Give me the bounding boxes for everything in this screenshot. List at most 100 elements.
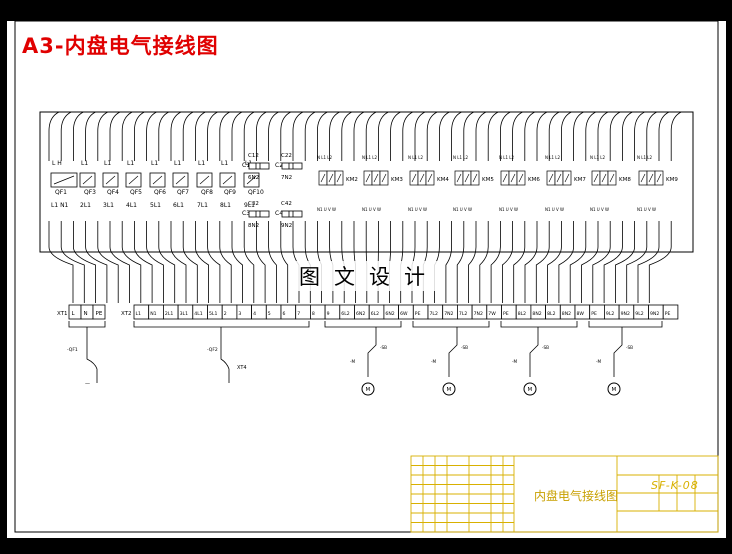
bottom-wire [219, 221, 232, 303]
top-wire [536, 111, 548, 161]
breaker-top-label: L H [52, 160, 62, 167]
bottom-wire [243, 221, 255, 303]
motor-tag: -SB [626, 345, 633, 350]
bottom-wire [182, 221, 198, 303]
top-wire [670, 111, 682, 161]
top-wire [97, 111, 108, 161]
contactor-contact [564, 173, 570, 183]
breaker-bottom-label: 3L1 [103, 202, 114, 209]
motor-feed [448, 327, 458, 377]
top-wire [475, 111, 487, 161]
contactor-bottom-terminals: N1 U V W [545, 207, 564, 212]
terminal-cell-label: 6 [283, 311, 286, 317]
contactor-contact [328, 173, 334, 183]
terminal-cell-label: L1 [136, 311, 142, 317]
contactor-contact [502, 173, 508, 183]
bottom-wire [479, 221, 489, 303]
top-wire [658, 111, 670, 161]
contactor-contact [601, 173, 607, 183]
breaker-top-label: L1 [127, 160, 134, 167]
top-wire [573, 111, 584, 161]
terminal-cell-label: N1 [150, 311, 156, 317]
top-wire [195, 111, 206, 161]
top-wire [646, 111, 657, 161]
contactor-contact [464, 173, 470, 183]
contactor-bottom-terminals: N1 U V W [637, 207, 656, 212]
breaker-contact [222, 175, 233, 185]
breaker-name: QF8 [201, 189, 213, 196]
breaker-top-label: L1 [151, 160, 158, 167]
breaker-bottom-label: 7L1 [197, 202, 208, 209]
terminal-cell-label: 2L1 [165, 311, 173, 317]
motor-symbol [607, 382, 621, 396]
motor-label: M [366, 387, 371, 393]
breaker-name: QF4 [107, 189, 119, 196]
breaker-bottom-label: 5L1 [150, 202, 161, 209]
watermark-text: 图文设计 [295, 261, 443, 291]
contactor-top-terminals: N L1 L2 [590, 155, 606, 160]
capacitor-top-label: C12 [248, 153, 259, 159]
breaker-name: QF7 [177, 189, 189, 196]
top-wire [121, 111, 133, 161]
terminal-cell-label: 9L2 [635, 311, 643, 317]
contactor-contact [373, 173, 379, 183]
bottom-wire [468, 221, 477, 303]
bottom-wire [558, 221, 574, 303]
cable-tag: -QF2 [207, 347, 218, 353]
motor-symbol [442, 382, 456, 396]
top-wire [414, 111, 426, 161]
contactor-name: KM3 [391, 177, 403, 183]
contactor-contact [548, 173, 554, 183]
contactor-contact [336, 173, 342, 183]
strip-bracket [133, 321, 310, 328]
terminal-cell-label: 8W [577, 311, 585, 317]
contactor-contact [609, 173, 615, 183]
capacitor-name: C1 [242, 162, 250, 169]
top-wire [256, 111, 267, 161]
contactor-contact [365, 173, 371, 183]
bottom-wire [97, 221, 119, 303]
motor-tag: -M [512, 359, 518, 364]
contactor-contact [593, 173, 599, 183]
contactor-top-terminals: N L1 L2 [545, 155, 561, 160]
strip-bracket [588, 321, 663, 328]
bottom-wire [456, 221, 465, 303]
top-wire [341, 111, 352, 161]
terminal-cell-label: PE [503, 311, 509, 317]
top-wire [524, 111, 535, 161]
terminal-cell-label: 8N2 [532, 311, 541, 317]
top-wire [280, 111, 291, 161]
bottom-wire [637, 221, 660, 303]
top-wire [512, 111, 523, 161]
terminal-cell-label: 8L2 [547, 311, 555, 317]
terminal-cell-label: 6L2 [371, 311, 379, 317]
drawing-title: A3-内盘电气接线图 [22, 34, 219, 58]
contactor-contact [419, 173, 425, 183]
bottom-wire [146, 221, 164, 303]
top-wire [268, 111, 279, 161]
top-wire [304, 111, 316, 161]
bottom-wire [513, 221, 526, 303]
terminal-cell-label: 7L2 [430, 311, 438, 317]
cable-tag: -QF1 [67, 347, 78, 353]
contactor-contact [510, 173, 516, 183]
bottom-wire [626, 221, 648, 303]
motor-label: M [612, 387, 617, 393]
bottom-wire [60, 221, 85, 303]
motor-symbol [361, 382, 375, 396]
breaker-name: QF5 [130, 189, 142, 196]
capacitor-body [281, 210, 303, 218]
contactor-contact [411, 173, 417, 183]
contactor-name: KM5 [482, 177, 494, 183]
top-wire [219, 111, 230, 161]
top-wire [609, 111, 621, 161]
terminal-cell-label: 8N2 [562, 311, 571, 317]
bottom-wire [547, 221, 562, 303]
terminal-cell-label: L [72, 311, 76, 317]
contactor-top-terminals: N L1 L2 [362, 155, 378, 160]
bottom-wire [280, 221, 289, 303]
cable-line [220, 327, 230, 383]
terminal-cell-label: 7W [488, 311, 496, 317]
capacitor-bottom-label: 7N2 [281, 175, 292, 181]
